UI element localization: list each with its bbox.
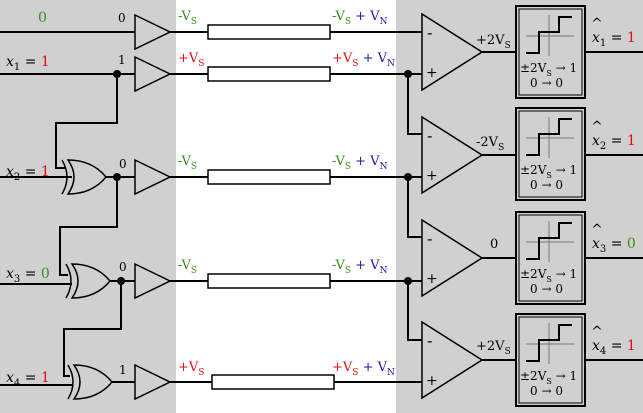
tx-buffer-1	[134, 55, 172, 93]
opamp-minus-sign: -	[427, 23, 432, 42]
rx-signal-label: +VS + VN	[332, 360, 395, 378]
detector-rule: ±2VS → 1	[520, 163, 577, 180]
gate-output-value: 0	[119, 157, 127, 171]
amp-output-label: +2VS	[476, 33, 511, 51]
rx-signal-label: +VS + VN	[332, 51, 395, 69]
amp-output-label: +2VS	[476, 339, 511, 357]
output-wires	[585, 51, 643, 361]
amp-output-label: 0	[490, 237, 498, 252]
output-label: x4 = 1	[592, 338, 636, 357]
step-function	[526, 222, 572, 260]
detector-rule: 0 → 0	[530, 282, 563, 296]
input-label: 0	[38, 10, 47, 26]
input-label: x1 = 1	[6, 54, 50, 73]
chain-wire-3	[63, 281, 122, 377]
output-label: x2 = 1	[592, 133, 636, 152]
tx-signal-label: -VS	[178, 9, 197, 27]
tx-signal-label: +VS	[178, 360, 204, 378]
opamp-minus-sign: -	[427, 229, 432, 248]
junction-dot	[113, 173, 121, 181]
gate-output-value: 0	[118, 11, 126, 25]
detector-rule: ±2VS → 1	[520, 267, 577, 284]
rx-signal-label: -VS + VN	[332, 258, 388, 276]
gate-output-value: 1	[119, 363, 127, 377]
diff-amp-4	[421, 320, 484, 400]
opamp-plus-sign: +	[426, 271, 438, 287]
step-function	[526, 324, 572, 362]
tx-buffer-0	[134, 13, 172, 51]
tx-signal-label: +VS	[178, 51, 204, 69]
transmission-lines	[170, 24, 422, 390]
input-label: x3 = 0	[6, 266, 50, 285]
input-label: x2 = 1	[6, 164, 50, 183]
output-hat: ^	[591, 222, 603, 238]
diff-amp-3	[421, 218, 484, 298]
amp-output-label: -2VS	[476, 135, 504, 153]
tx-buffer-2	[134, 158, 172, 196]
xor-gate-1	[61, 159, 107, 195]
tx-signal-label: -VS	[178, 258, 197, 276]
xor-gate-3	[67, 364, 113, 400]
detector-boxes	[515, 5, 586, 407]
detector-rule: 0 → 0	[530, 76, 563, 90]
output-hat: ^	[591, 119, 603, 135]
input-label: x4 = 1	[6, 370, 50, 389]
gate-output-value: 1	[118, 53, 126, 67]
diff-amp-2	[421, 115, 484, 195]
tx-buffer-3	[134, 262, 172, 300]
output-hat: ^	[591, 324, 603, 340]
output-label: x1 = 1	[592, 30, 636, 49]
output-hat: ^	[591, 16, 603, 32]
detector-rule: ±2VS → 1	[520, 61, 577, 78]
step-function	[526, 16, 572, 54]
diff-amp-1	[421, 12, 484, 92]
rx-signal-label: -VS + VN	[332, 9, 388, 27]
junction-dot	[113, 70, 121, 78]
receiver-wiring	[404, 70, 422, 341]
chain-wire-1	[55, 74, 118, 169]
detector-rule: 0 → 0	[530, 178, 563, 192]
amp-output-wires	[482, 51, 516, 361]
labels: 0 x1 = 1 x2 = 1 x3 = 0 x4 = 1 0 1 0 0 1 -VS +VS -VS -…	[6, 9, 636, 398]
xor-gate-2	[65, 263, 111, 299]
tx-signal-label: -VS	[178, 154, 197, 172]
opamp-minus-sign: -	[427, 331, 432, 350]
left-panel	[0, 0, 176, 413]
opamp-plus-sign: +	[426, 65, 438, 81]
step-function	[526, 118, 572, 156]
gate-output-value: 0	[119, 260, 127, 274]
rx-signal-label: -VS + VN	[332, 154, 388, 172]
detector-rule: 0 → 0	[530, 384, 563, 398]
output-label: x3 = 0	[592, 236, 636, 255]
opamp-plus-sign: +	[426, 373, 438, 389]
opamp-plus-sign: +	[426, 168, 438, 184]
chain-wire-2	[59, 177, 118, 276]
opamp-minus-sign: -	[427, 126, 432, 145]
tx-buffer-4	[134, 363, 172, 401]
detector-rule: ±2VS → 1	[520, 369, 577, 386]
junction-dot	[117, 277, 125, 285]
